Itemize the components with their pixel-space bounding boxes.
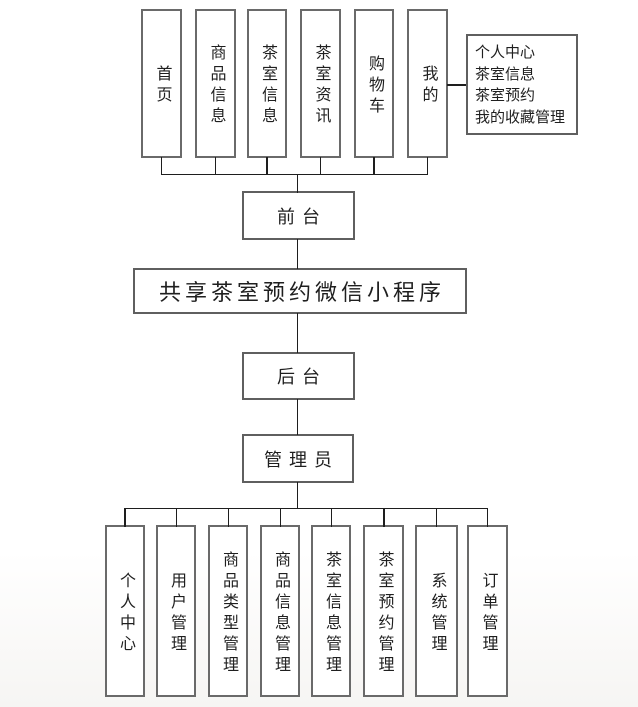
admin-module-tearoom-info-mgmt-label: 茶室信息管理	[323, 550, 340, 677]
admin-module-tearoom-info-mgmt: 茶室信息管理	[311, 525, 351, 697]
front-end-box: 前台	[242, 191, 355, 240]
admin-label: 管理员	[264, 449, 339, 470]
connector-bottom-bus	[124, 507, 488, 509]
front-module-tearoom-news: 茶室资讯	[300, 9, 341, 158]
connector-back-to-admin	[296, 399, 298, 435]
system-title-box: 共享茶室预约微信小程序	[133, 268, 467, 314]
mine-submenu-item-favorites-mgmt: 我的收藏管理	[475, 109, 566, 126]
admin-module-system-mgmt-label: 系统管理	[428, 571, 446, 656]
admin-module-user-mgmt: 用户管理	[156, 525, 196, 697]
admin-module-product-info-mgmt: 商品信息管理	[260, 525, 300, 697]
front-module-home: 首页	[141, 9, 182, 158]
mine-submenu-item-tearoom-booking: 茶室预约	[475, 88, 536, 104]
front-module-home-label: 首页	[153, 65, 171, 107]
back-end-box: 后台	[242, 352, 355, 400]
connector-bottom-stub-6	[383, 507, 385, 527]
connector-top-bus	[160, 173, 428, 175]
back-end-label: 后台	[277, 367, 327, 387]
admin-module-order-mgmt: 订单管理	[467, 525, 508, 697]
admin-module-order-mgmt-label: 订单管理	[479, 571, 497, 656]
admin-module-tearoom-booking-mgmt: 茶室预约管理	[363, 525, 404, 697]
admin-module-product-info-mgmt-label: 商品信息管理	[272, 550, 289, 677]
connector-bottom-stub-1	[124, 507, 126, 527]
connector-top-stub-1	[160, 157, 162, 175]
connector-top-stub-3	[266, 157, 268, 175]
connector-top-stub-5	[373, 157, 375, 175]
front-module-product-info-label: 商品信息	[207, 44, 225, 128]
admin-module-user-mgmt-label: 用户管理	[168, 571, 185, 656]
connector-top-stub-4	[319, 157, 321, 175]
admin-module-product-type-mgmt: 商品类型管理	[208, 525, 248, 697]
connector-bottom-stub-7	[435, 507, 437, 527]
mine-submenu-item-tearoom-info: 茶室信息	[475, 66, 536, 83]
connector-title-to-back	[296, 313, 298, 353]
front-module-mine-label: 我的	[419, 65, 437, 107]
system-title-label: 共享茶室预约微信小程序	[158, 280, 445, 305]
connector-bottom-stub-2	[175, 507, 177, 527]
mine-submenu-box: 个人中心 茶室信息 茶室预约 我的收藏管理	[466, 34, 578, 135]
front-module-tearoom-info: 茶室信息	[247, 9, 287, 158]
admin-box: 管理员	[242, 434, 354, 483]
connector-bottom-stub-4	[279, 507, 281, 527]
front-module-product-info: 商品信息	[195, 9, 236, 158]
admin-module-product-type-mgmt-label: 商品类型管理	[220, 550, 237, 677]
connector-mine-to-submenu	[447, 84, 466, 86]
front-module-cart-label: 购物车	[366, 54, 383, 118]
connector-front-to-title	[296, 239, 298, 269]
connector-bottom-stub-8	[486, 507, 488, 527]
admin-module-personal-center: 个人中心	[105, 525, 145, 697]
admin-module-tearoom-booking-mgmt-label: 茶室预约管理	[375, 550, 393, 677]
front-end-label: 前台	[277, 206, 327, 227]
admin-module-personal-center-label: 个人中心	[117, 571, 134, 656]
front-module-mine: 我的	[407, 9, 448, 158]
front-module-tearoom-news-label: 茶室资讯	[312, 44, 330, 128]
connector-bottom-stub-3	[227, 507, 229, 527]
connector-bus-to-front	[296, 173, 298, 193]
connector-top-stub-6	[426, 157, 428, 175]
admin-module-system-mgmt: 系统管理	[415, 525, 458, 697]
front-module-tearoom-info-label: 茶室信息	[259, 44, 276, 128]
front-module-cart: 购物车	[354, 9, 394, 158]
connector-top-stub-2	[214, 157, 216, 175]
connector-admin-to-bus	[296, 482, 298, 509]
mine-submenu-item-personal-center: 个人中心	[475, 45, 536, 61]
connector-bottom-stub-5	[330, 507, 332, 527]
